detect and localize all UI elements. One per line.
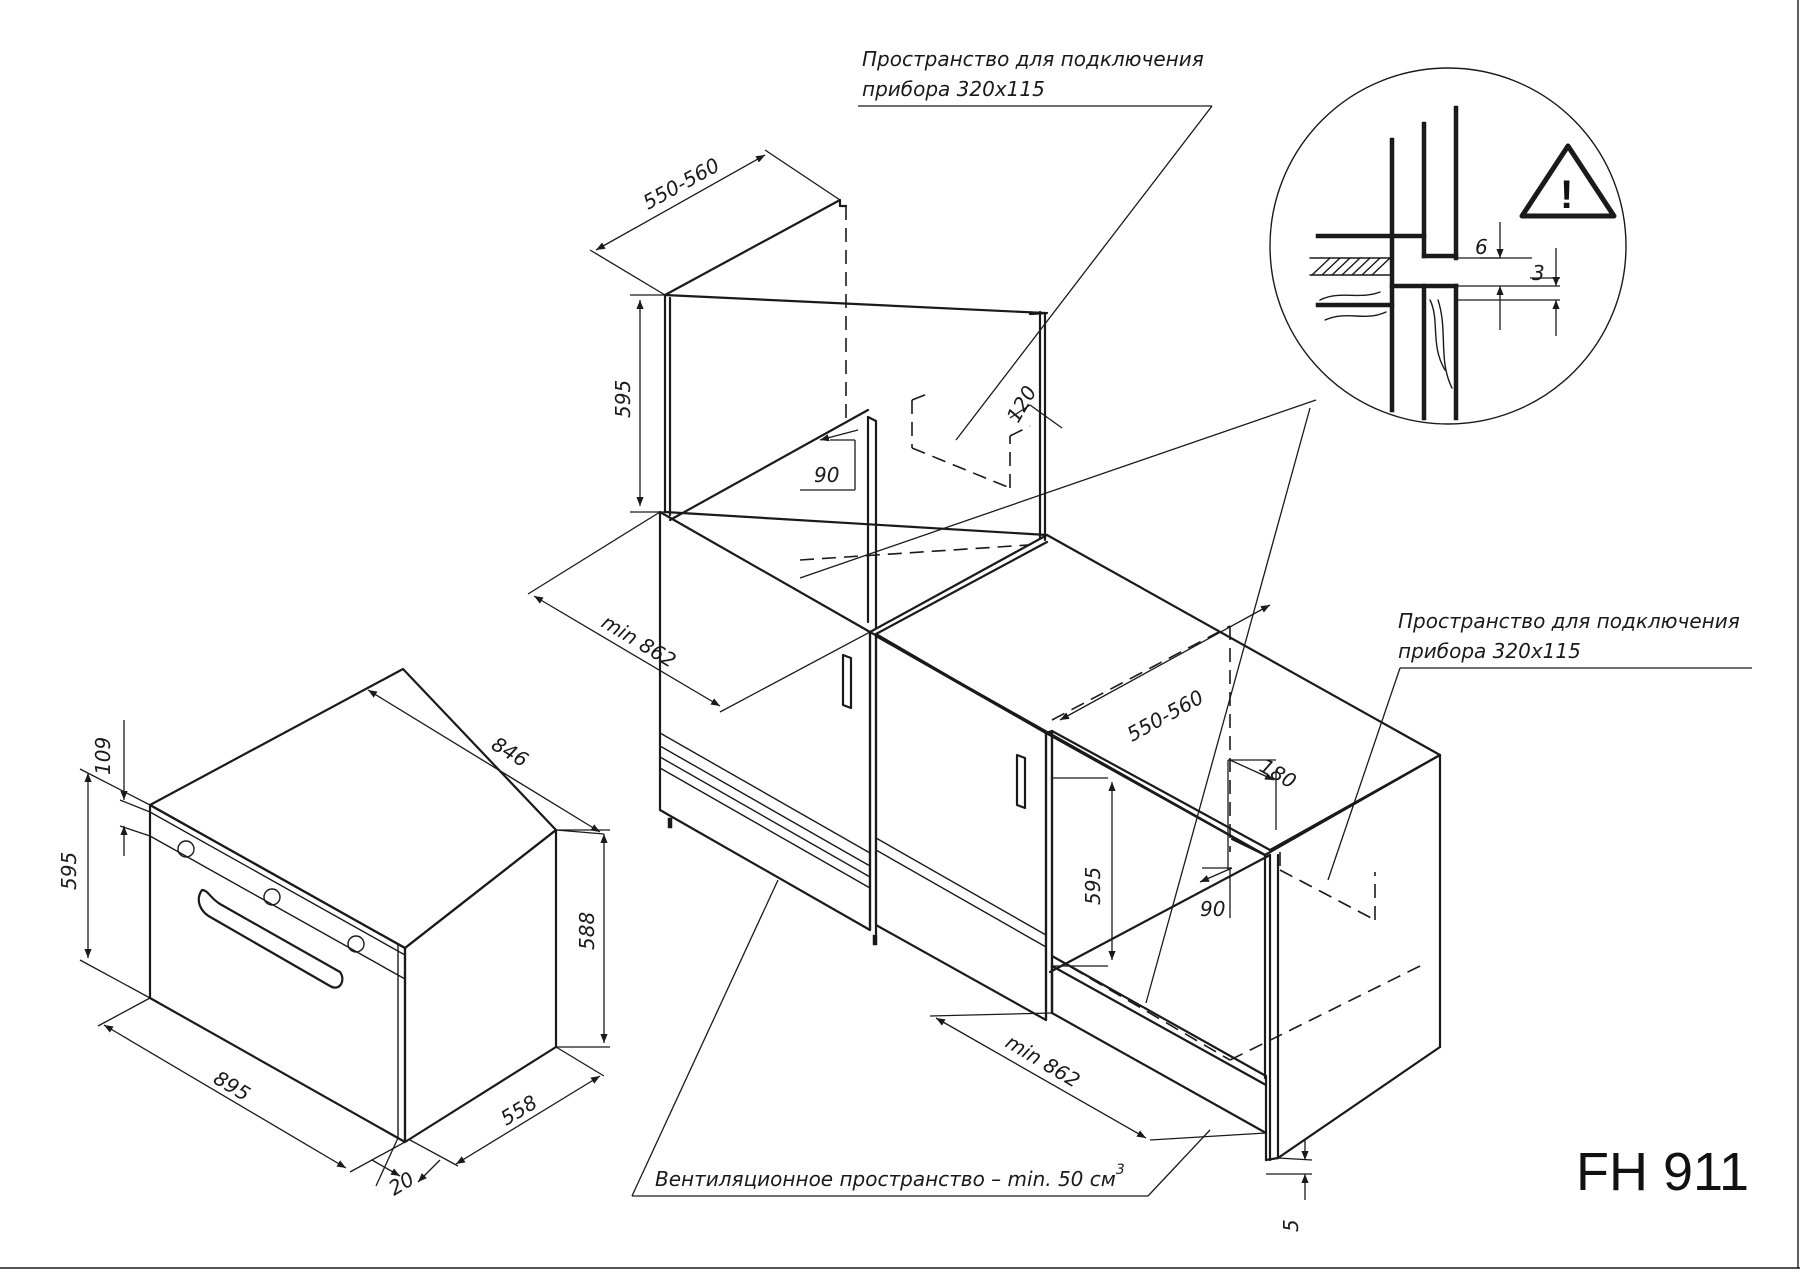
column-cabinet-drawing bbox=[658, 198, 1442, 1022]
connection-note-right-line2: прибора 320x115 bbox=[1398, 639, 1581, 663]
column-dim-vent-depth: 120 bbox=[1002, 381, 1042, 426]
undercounter-dim-plinth-gap: 5 bbox=[1279, 1219, 1303, 1232]
model-title: FH 911 bbox=[1576, 1142, 1749, 1202]
connection-note-top-line1: Пространство для подключения bbox=[862, 47, 1204, 71]
ventilation-note: Вентиляционное пространство – min. 50 см… bbox=[655, 1162, 1125, 1191]
oven-dim-109: 109 bbox=[91, 737, 115, 775]
undercounter-dim-niche-height: 595 bbox=[1081, 867, 1105, 905]
undercounter-dim-depth: 550-560 bbox=[1123, 685, 1208, 747]
oven-dim-20: 20 bbox=[384, 1167, 418, 1201]
oven-dim-595: 595 bbox=[57, 852, 81, 890]
detail-dim-gap-lower: 3 bbox=[1532, 261, 1545, 285]
connection-note-top-line2: прибора 320x115 bbox=[862, 77, 1045, 101]
column-dimension-lines bbox=[527, 149, 1063, 713]
oven-dim-588: 588 bbox=[575, 912, 599, 950]
column-dashed-cutout bbox=[799, 206, 1031, 561]
ventilation-note-text: Вентиляционное пространство – min. 50 см bbox=[655, 1167, 1116, 1191]
ventilation-note-unit-sup: 3 bbox=[1116, 1162, 1125, 1178]
svg-text:!: ! bbox=[1560, 173, 1573, 217]
undercounter-cabinet-drawing bbox=[1044, 729, 1442, 1162]
detail-dim-gap-upper: 6 bbox=[1475, 235, 1488, 259]
undercounter-dim-width: min 862 bbox=[1001, 1030, 1084, 1093]
detail-hatch bbox=[1309, 257, 1393, 276]
undercounter-dim-vent-height: 90 bbox=[1200, 897, 1225, 921]
connection-note-right-line1: Пространство для подключения bbox=[1398, 609, 1740, 633]
column-dim-vent-height: 90 bbox=[814, 463, 839, 487]
undercounter-dashed-cutout bbox=[1051, 625, 1421, 1061]
column-dim-depth: 550-560 bbox=[639, 153, 724, 215]
detail-circle bbox=[1269, 67, 1627, 425]
leader-lines bbox=[631, 105, 1752, 1197]
oven-dimension-lines bbox=[79, 668, 610, 1187]
undercounter-dimension-lines bbox=[929, 604, 1313, 1200]
warning-triangle-icon: ! bbox=[1519, 143, 1617, 219]
oven-dim-558: 558 bbox=[496, 1090, 541, 1130]
column-dim-niche-height: 595 bbox=[611, 380, 635, 418]
